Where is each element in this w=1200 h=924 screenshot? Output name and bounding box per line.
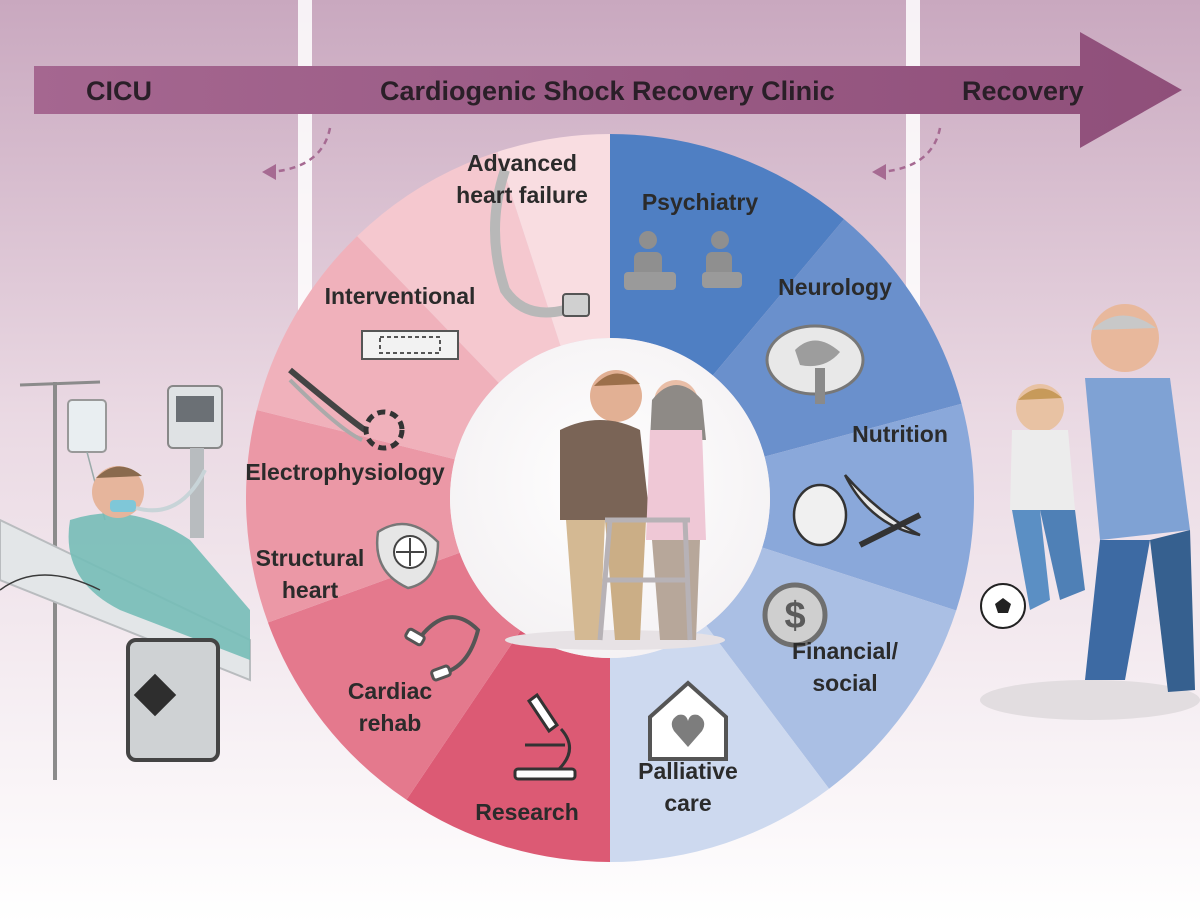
wheel-label-neurology: Neurology [778, 274, 892, 300]
wheel-label-line: Structural [256, 545, 365, 571]
wheel-segment-advanced-heart-failure [497, 134, 610, 346]
wheel-label-line: Cardiac [348, 678, 433, 704]
wheel-label-nutrition: Nutrition [852, 421, 948, 447]
walker-icon [597, 517, 693, 641]
wheel-label-line: Electrophysiology [245, 459, 445, 485]
iv-bag-icon [67, 399, 107, 453]
ablation-catheter-icon [288, 367, 405, 451]
wheel-segment-cardiac-rehab [267, 552, 521, 800]
wheel-label-cardiac-rehab: Cardiac rehab [348, 678, 433, 736]
recovery-family-illustration [980, 304, 1200, 720]
phase-label-cicu: CICU [86, 76, 152, 106]
wheel-label-line: care [664, 790, 711, 816]
wheel-label-research: Research [475, 799, 579, 825]
return-arrow-left [269, 127, 332, 174]
wheel-label-structural-heart: Structural heart [256, 545, 365, 603]
wheel-label-line: Palliative [638, 758, 738, 784]
svg-text:$: $ [784, 595, 805, 637]
wheel-label-line: heart [282, 577, 339, 603]
wheel-label-line: Neurology [778, 274, 892, 300]
wheel-label-line: rehab [359, 710, 422, 736]
wheel-label-line: Financial/ [792, 638, 899, 664]
wheel-label-electrophysiology: Electrophysiology [245, 459, 445, 485]
wheel-segment-interventional [357, 151, 561, 383]
wheel-label-line: heart failure [456, 182, 588, 208]
wheel-label-advanced-heart-failure: Advanced heart failure [456, 150, 588, 208]
return-arrowhead-right [872, 164, 886, 180]
return-arrowhead-left [262, 164, 276, 180]
patient-with-walker-illustration [505, 370, 725, 650]
two-people-chairs-icon [624, 231, 742, 290]
wheel-label-line: Psychiatry [642, 189, 759, 215]
icu-patient-illustration [0, 380, 251, 780]
wheel-label-line: Nutrition [852, 421, 948, 447]
wheel-label-line: social [812, 670, 877, 696]
stent-icon [361, 330, 459, 360]
wheel-label-line: Advanced [467, 150, 577, 176]
microscope-icon [513, 692, 577, 781]
wheel-segment-research [406, 630, 610, 862]
wheel-label-psychiatry: Psychiatry [642, 189, 759, 215]
phase-label-recovery: Recovery [962, 76, 1084, 106]
phase-label-clinic: Cardiogenic Shock Recovery Clinic [380, 76, 835, 106]
lvad-icon [490, 168, 590, 318]
specialty-wheel: Psychiatry Neurology Nutrition $Financia… [245, 134, 975, 862]
wheel-label-line: Interventional [325, 283, 476, 309]
wheel-label-financial-social: Financial/social [792, 638, 899, 696]
resistance-band-icon [404, 615, 481, 682]
house-heart-icon [648, 680, 728, 761]
fruit-vegetables-icon [792, 474, 922, 548]
wheel-label-palliative-care: Palliative care [638, 758, 738, 816]
dollar-coin-icon: $ [762, 582, 828, 648]
ecmo-pump-icon [126, 638, 220, 762]
wheel-label-line: Research [475, 799, 579, 825]
wheel-label-interventional: Interventional [325, 283, 476, 309]
return-arrow-right [879, 127, 942, 174]
timeline-arrow [34, 32, 1182, 148]
heart-valve-icon [375, 522, 440, 590]
brain-icon [765, 324, 865, 404]
